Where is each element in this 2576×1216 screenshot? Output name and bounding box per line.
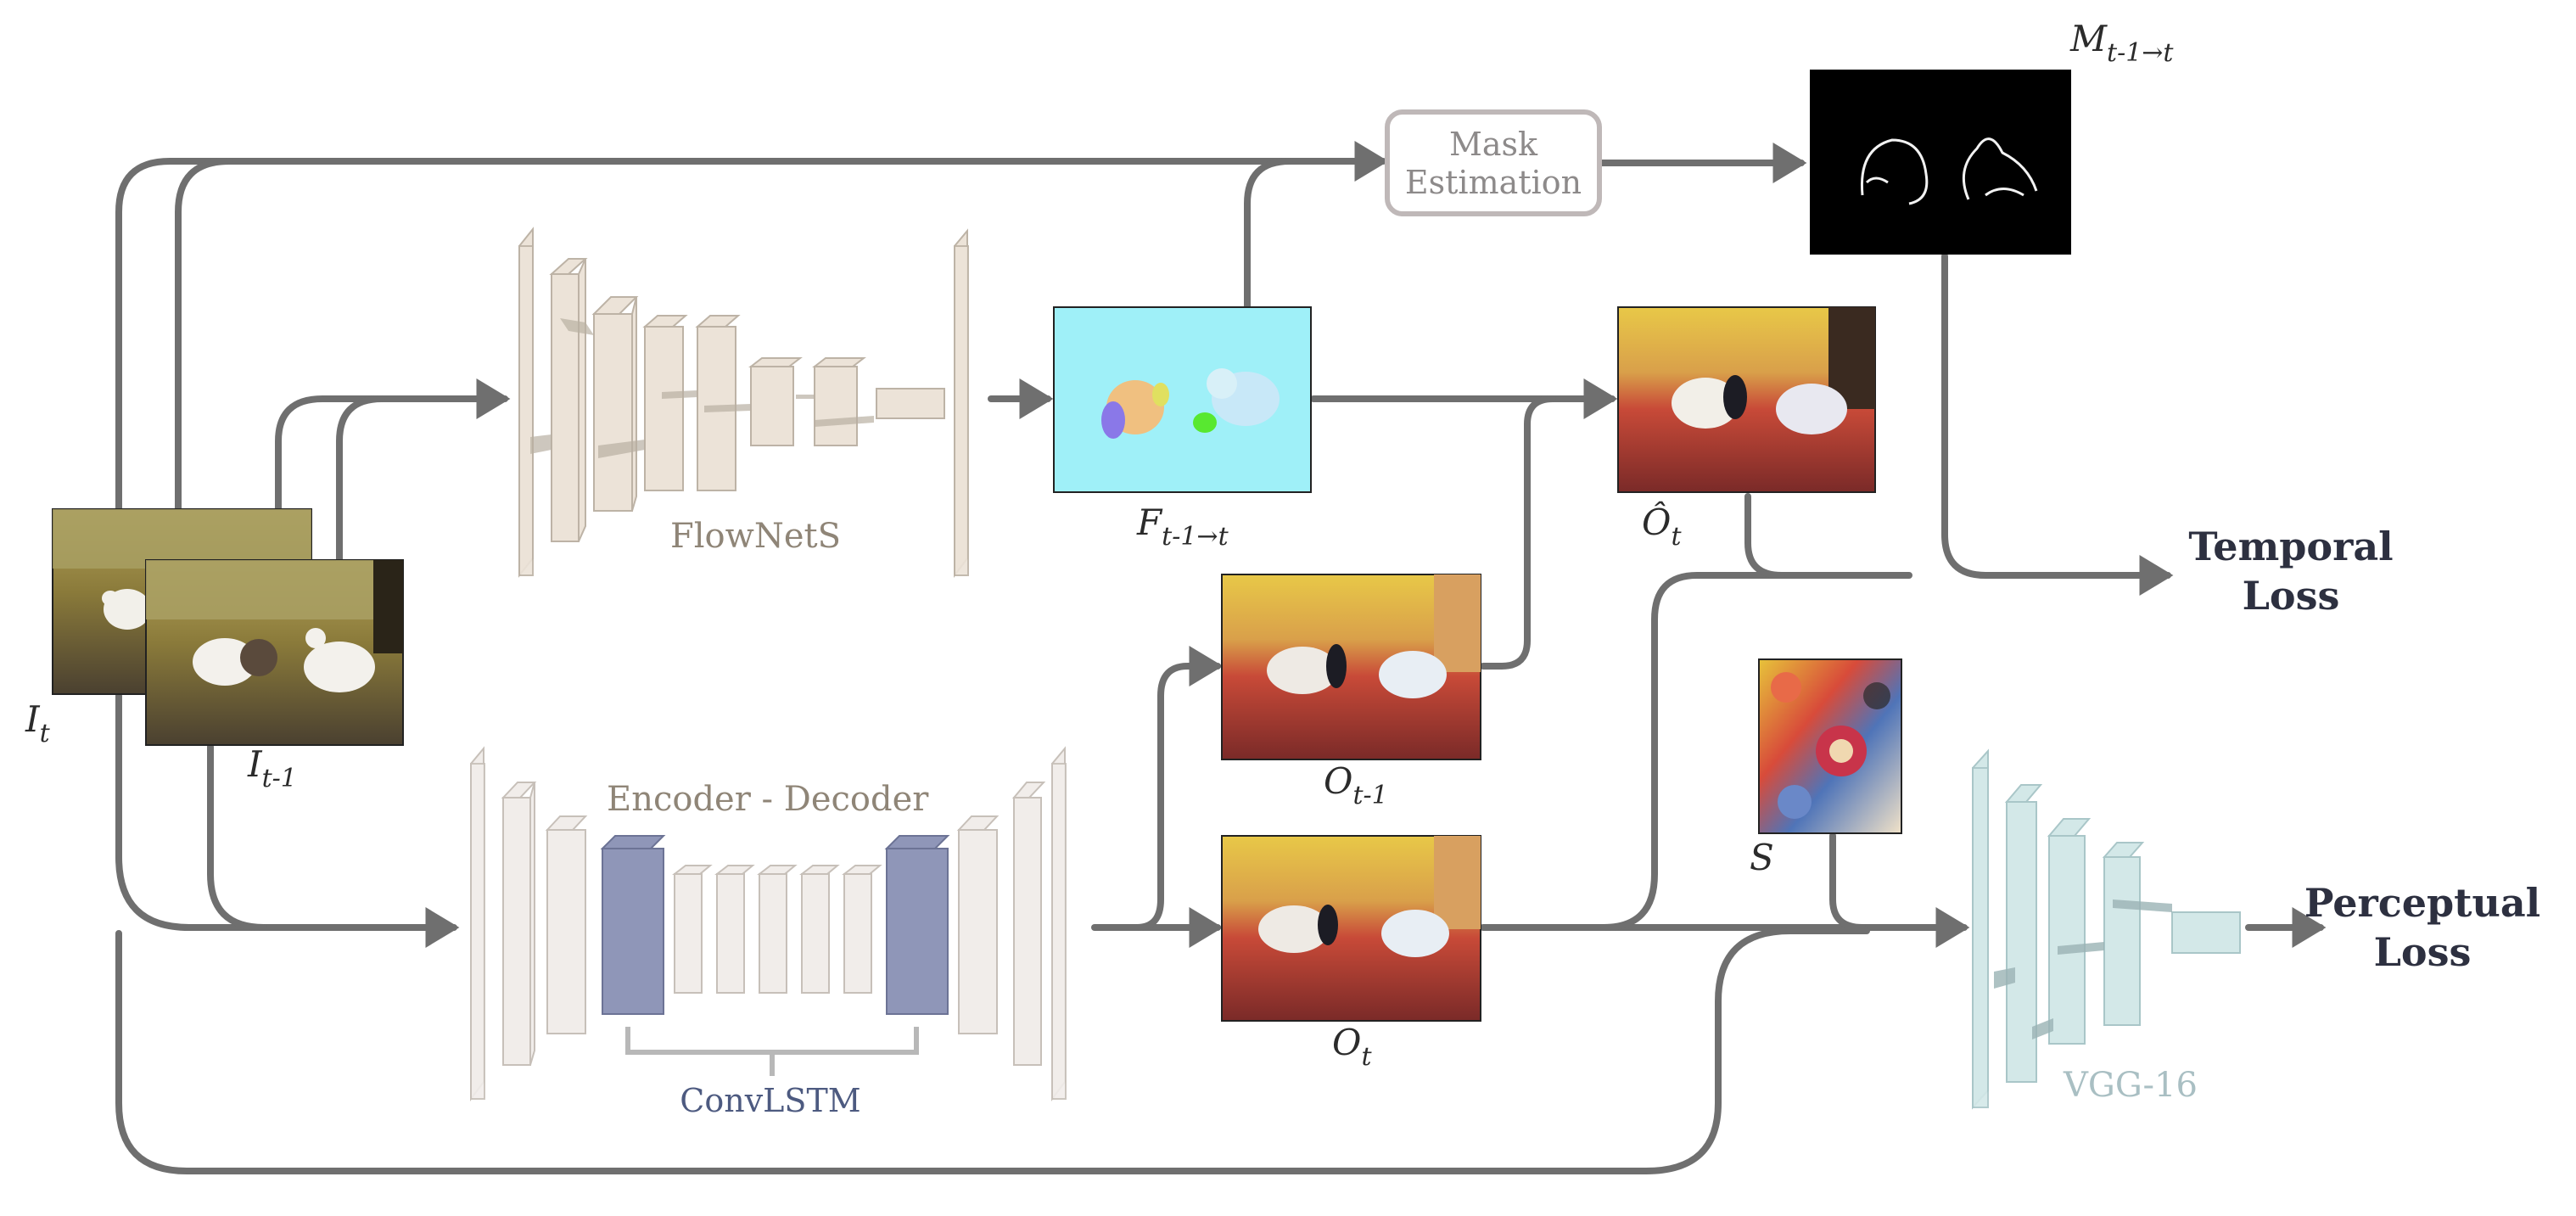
arrow-inputs-to-flownet (275, 378, 511, 513)
convlstm-blocks (600, 835, 950, 1015)
warped-symbol: Ôt (1642, 501, 1682, 552)
mask-estimation-line1: Mask (1449, 126, 1538, 163)
occlusion-mask-image (1810, 70, 2071, 255)
input-t-symbol: It (25, 698, 51, 748)
style-image (1758, 658, 1902, 834)
vgg16-network (1972, 748, 2241, 1110)
arrow-encoder-to-oprev (1134, 646, 1224, 931)
encoder-decoder-network (470, 746, 1067, 1101)
output-prev-symbol: Ot-1 (1324, 760, 1388, 810)
input-t-prev-symbol: It-1 (247, 743, 297, 793)
flow-symbol: Ft-1→t (1136, 502, 1229, 552)
vgg16-label: VGG-16 (2063, 1066, 2198, 1105)
arrow-mask-to-temporal-loss (1941, 253, 2174, 596)
mask-estimation-box (1385, 109, 1602, 216)
output-t-image (1221, 835, 1481, 1022)
mask-symbol: Mt-1→t (2069, 18, 2174, 68)
connection-lines (115, 141, 2327, 1174)
output-t-symbol: Ot (1332, 1022, 1372, 1072)
line-warped-to-temporal (1744, 493, 1785, 579)
temporal-loss-line2: Loss (2243, 573, 2340, 619)
input-frame-t-prev (145, 559, 404, 746)
line-it1-to-encoder (207, 743, 267, 931)
line-oprev-to-warped (1480, 395, 1556, 670)
perceptual-loss-line2: Loss (2374, 929, 2472, 975)
flownet-label: FlowNetS (670, 517, 841, 556)
arrow-it-to-encoder (115, 692, 460, 948)
line-flow-to-mask-est (1244, 158, 1293, 311)
style-symbol: S (1750, 837, 1774, 878)
line-it-bottom-loop-to-vgg (115, 927, 1870, 1174)
line-it1-to-flownet (336, 395, 385, 563)
output-prev-image (1221, 574, 1481, 760)
encoder-decoder-label: Encoder - Decoder (607, 780, 929, 819)
line-it1-to-top (175, 158, 232, 563)
convlstm-label: ConvLSTM (680, 1082, 860, 1119)
temporal-loss-line1: Temporal (2188, 524, 2393, 569)
line-style-to-vgg (1829, 832, 1866, 931)
line-ot-to-temporal (1600, 572, 1912, 931)
mask-estimation-line2: Estimation (1405, 164, 1582, 201)
flownet-network (518, 227, 969, 578)
arrow-it-to-mask-estimation (115, 141, 1389, 513)
perceptual-loss-line1: Perceptual (2304, 880, 2540, 926)
optical-flow-image (1053, 306, 1312, 493)
convlstm-bracket (625, 1027, 919, 1076)
warped-output-image (1617, 306, 1876, 493)
